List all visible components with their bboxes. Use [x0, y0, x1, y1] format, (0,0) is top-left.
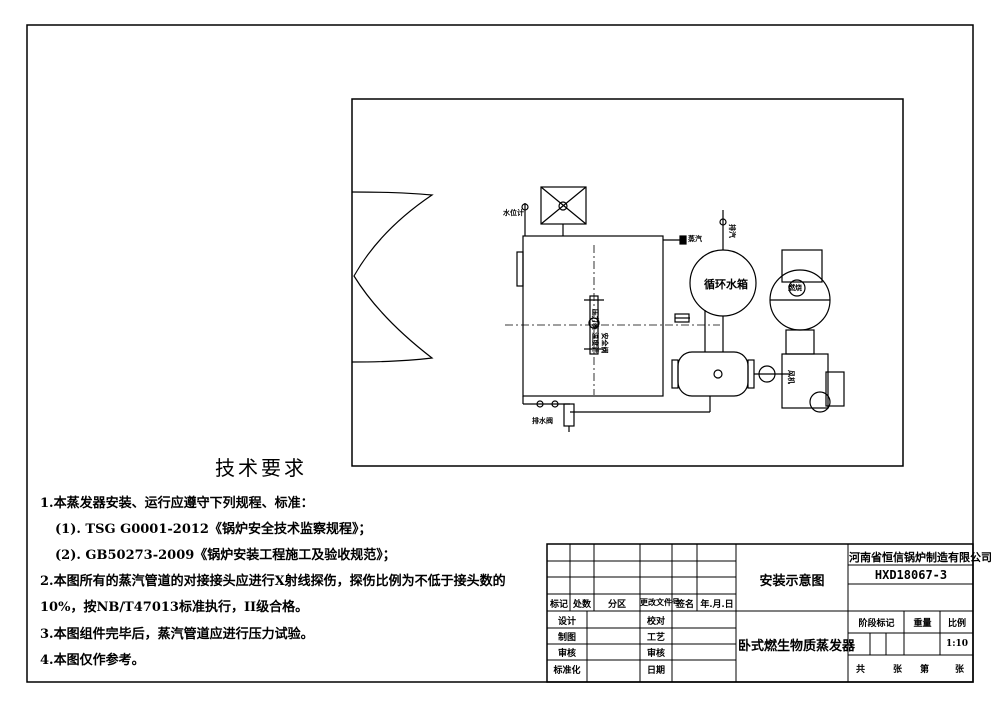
- tb-header-change-doc: 更改文件号: [640, 597, 680, 607]
- sheet-frame: [26, 24, 974, 683]
- scale-value: 1:10: [945, 639, 969, 649]
- scale-label: 比例: [947, 619, 966, 629]
- weight-label: 重量: [913, 619, 932, 629]
- hopper-outline: [351, 191, 434, 363]
- label-drain: 排水阀: [532, 416, 553, 425]
- steam-drum: [570, 351, 790, 413]
- tb-row-design: 设计: [557, 617, 576, 627]
- note-line-3: (2). GB50273-2009《锅炉安装工程施工及验收规范》；: [55, 548, 396, 563]
- label-water-level-gauge: 水位计: [503, 208, 524, 217]
- circulating-tank: [674, 210, 757, 352]
- note-line-2: (1). TSG G0001-2012《锅炉安全技术监察规程》；: [55, 522, 372, 537]
- sheet-unit-1: 张: [893, 665, 903, 675]
- tb-header-zone: 分区: [607, 600, 626, 610]
- stage-label: 阶段标记: [858, 619, 895, 629]
- burner-assembly: [769, 249, 845, 413]
- note-line-6: 3.本图组件完毕后，蒸汽管道应进行压力试验。: [40, 627, 314, 642]
- label-circulating-tank: 循环水箱: [704, 278, 748, 291]
- tb-row-review: 审核: [557, 649, 576, 659]
- label-safety-valve: 安全阀: [600, 332, 610, 354]
- tb-header-mark: 标记: [549, 600, 568, 610]
- notes-title: 技术要求: [215, 456, 307, 480]
- drain-piping: [522, 396, 575, 432]
- note-line-7: 4.本图仅作参考。: [40, 653, 145, 668]
- tb-header-date: 年.月.日: [700, 600, 734, 610]
- label-exhaust-valve: 排汽: [728, 224, 737, 238]
- label-burner: 燃烧: [788, 283, 802, 292]
- company-name: 河南省恒信锅炉制造有限公司: [849, 551, 992, 564]
- note-line-4: 2.本图所有的蒸汽管道的对接接头应进行X射线探伤，探伤比例为不低于接头数的: [40, 574, 506, 589]
- tb-row-process: 工艺: [646, 633, 665, 643]
- tb-row-approve: 审核: [646, 649, 665, 659]
- tb-row-check: 校对: [646, 617, 665, 627]
- product-name: 卧式燃生物质蒸发器: [738, 639, 856, 654]
- note-line-5: 10%，按NB/T47013标准执行，II级合格。: [40, 600, 309, 615]
- label-steam: 蒸汽: [688, 234, 702, 243]
- drawing-type: 安装示意图: [759, 574, 825, 589]
- tb-row-standard: 标准化: [553, 666, 581, 676]
- tb-header-count: 处数: [572, 600, 591, 610]
- sheet-no-label: 第: [920, 665, 930, 675]
- sheet-unit-2: 张: [955, 665, 965, 675]
- diagram-viewport: [351, 98, 904, 467]
- sheet-total-label: 共: [856, 665, 866, 675]
- tb-row-date: 日期: [646, 666, 665, 676]
- tb-header-signature: 签名: [675, 600, 694, 610]
- title-block-grid: [546, 543, 974, 683]
- label-fan: 风机: [787, 370, 796, 384]
- boiler-body: [505, 186, 720, 397]
- tb-row-draft: 制图: [557, 633, 576, 643]
- note-line-1: 1.本蒸发器安装、运行应遵守下列规程、标准：: [40, 496, 314, 511]
- drawing-number: HXD18067-3: [874, 568, 948, 582]
